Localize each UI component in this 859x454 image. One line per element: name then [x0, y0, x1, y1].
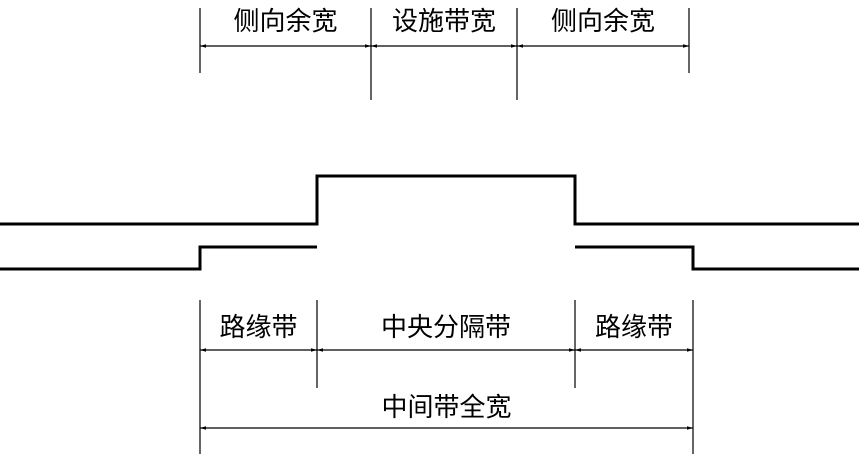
upper-profile-line — [0, 174, 859, 226]
bottom-dimension-lines — [200, 348, 693, 430]
label-left-marginal-strip: 路缘带 — [219, 313, 298, 343]
label-right-lateral-clearance: 侧向余宽 — [550, 7, 655, 37]
lower-profile-line-right — [575, 245, 859, 271]
label-right-marginal-strip: 路缘带 — [594, 313, 673, 343]
top-extension-lines — [199, 8, 690, 100]
label-central-separator: 中央分隔带 — [380, 313, 511, 343]
label-median-total-width: 中间带全宽 — [381, 393, 512, 423]
label-left-lateral-clearance: 侧向余宽 — [233, 7, 338, 37]
label-facility-width: 设施带宽 — [391, 7, 496, 37]
lower-profile-line — [0, 245, 317, 271]
road-profile — [0, 174, 859, 271]
